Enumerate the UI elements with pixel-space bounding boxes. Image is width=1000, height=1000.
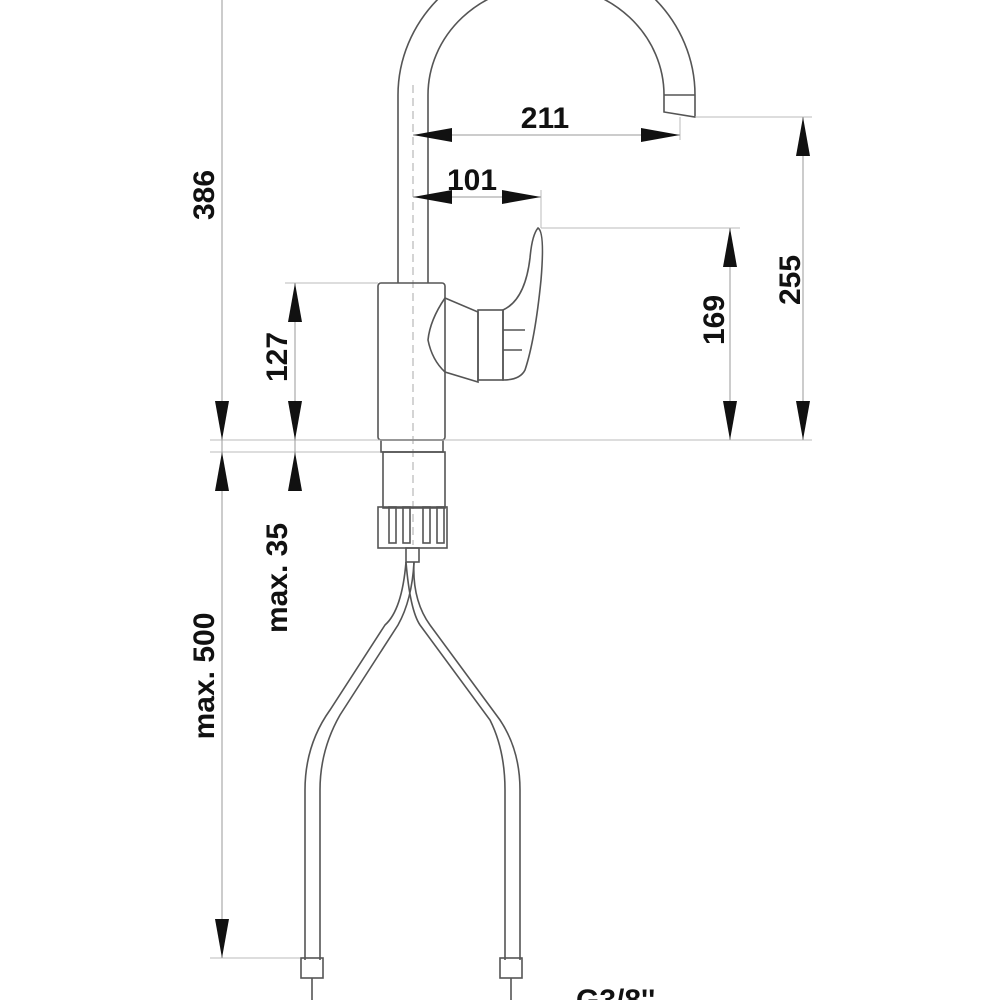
dim-label-127: 127 [261, 332, 294, 382]
supply-hoses [300, 561, 523, 1000]
thread-label: G3/8'' [576, 984, 655, 1000]
dimension-lines [215, 0, 810, 958]
mounting-shank [377, 451, 448, 563]
dim-label-255: 255 [774, 255, 807, 305]
dim-label-101: 101 [447, 164, 497, 197]
extension-lines [210, 116, 812, 959]
dim-label-max-500: max. 500 [188, 613, 221, 740]
faucet-body [377, 282, 446, 453]
dim-label-386: 386 [188, 170, 221, 220]
faucet-spout [397, 0, 696, 283]
dim-label-max-35: max. 35 [261, 523, 294, 633]
dim-label-211: 211 [521, 102, 569, 135]
lever-handle [427, 226, 544, 384]
dim-label-169: 169 [698, 295, 731, 345]
